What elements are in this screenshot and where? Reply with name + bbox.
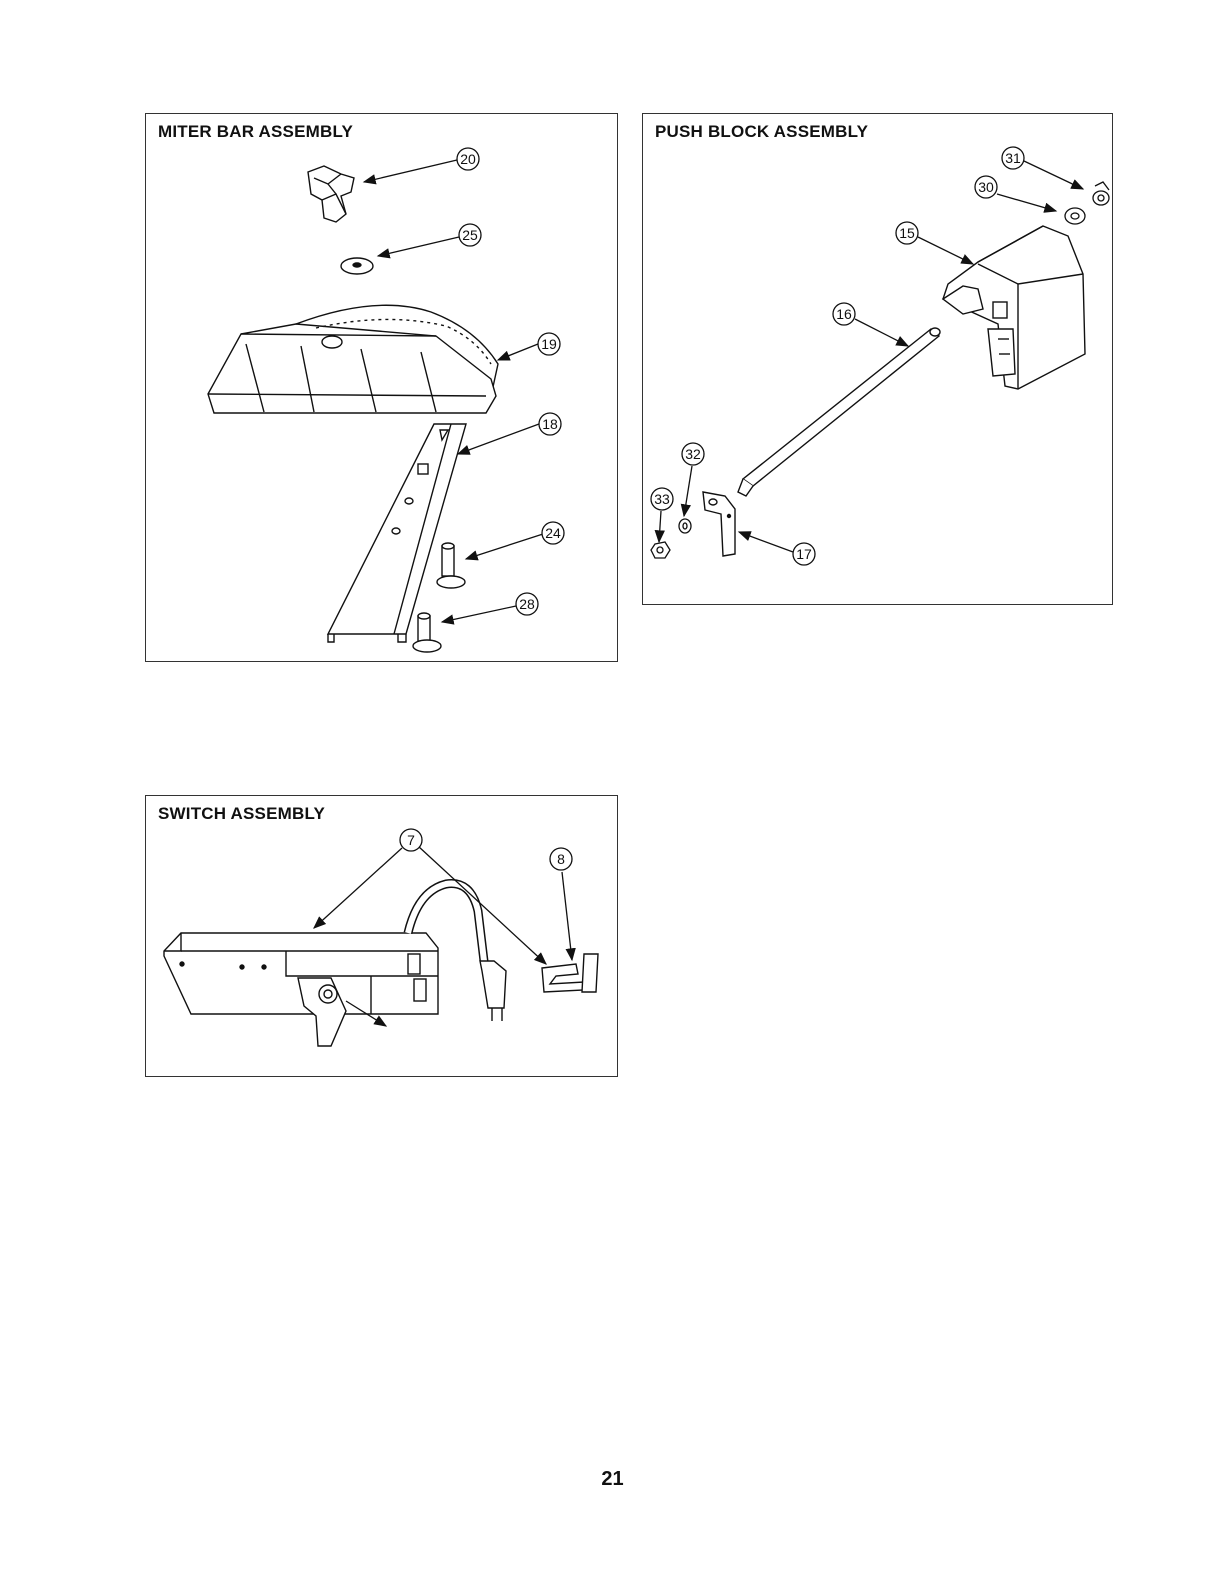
svg-text:33: 33 (654, 491, 670, 507)
svg-text:15: 15 (899, 225, 915, 241)
callout-30: 30 (975, 176, 997, 198)
screw-part-28 (413, 613, 441, 652)
callout-28: 28 (516, 593, 538, 615)
callout-20: 20 (457, 148, 479, 170)
lock-washer-part (679, 519, 691, 533)
miter-bar-diagram: 20 25 19 18 24 28 (146, 114, 619, 663)
callout-16: 16 (833, 303, 855, 325)
svg-text:32: 32 (685, 446, 701, 462)
svg-text:28: 28 (519, 596, 535, 612)
callout-32: 32 (682, 443, 704, 465)
svg-text:31: 31 (1005, 150, 1021, 166)
miter-bar-assembly-panel: MITER BAR ASSEMBLY (145, 113, 618, 662)
washer-part-30 (1065, 208, 1085, 224)
svg-text:24: 24 (545, 525, 561, 541)
wing-nut-part (1093, 182, 1109, 205)
callout-7: 7 (400, 829, 422, 851)
miter-bar-part (328, 424, 466, 642)
miter-gauge-head-part (208, 305, 498, 413)
svg-text:7: 7 (407, 832, 415, 848)
page-number: 21 (0, 1468, 1225, 1491)
svg-text:18: 18 (542, 416, 558, 432)
callout-24: 24 (542, 522, 564, 544)
nut-part (651, 542, 670, 558)
switch-key-part (542, 954, 598, 992)
washer-part (341, 258, 373, 274)
svg-text:17: 17 (796, 546, 812, 562)
callout-8: 8 (550, 848, 572, 870)
svg-text:30: 30 (978, 179, 994, 195)
callout-17: 17 (793, 543, 815, 565)
bracket-part (703, 492, 735, 556)
switch-assembly-panel: SWITCH ASSEMBLY (145, 795, 618, 1077)
callout-25: 25 (459, 224, 481, 246)
callout-15: 15 (896, 222, 918, 244)
push-block-part (943, 226, 1085, 389)
push-block-assembly-panel: PUSH BLOCK ASSEMBLY (642, 113, 1113, 605)
push-block-diagram: 31 30 15 16 32 33 17 (643, 114, 1114, 606)
svg-text:20: 20 (460, 151, 476, 167)
callout-31: 31 (1002, 147, 1024, 169)
push-rod-part (738, 328, 940, 496)
lock-knob-part (308, 166, 354, 222)
switch-box-part (164, 933, 438, 1046)
svg-text:16: 16 (836, 306, 852, 322)
callout-19: 19 (538, 333, 560, 355)
svg-text:25: 25 (462, 227, 478, 243)
switch-diagram: 7 8 (146, 796, 619, 1078)
svg-text:8: 8 (557, 851, 565, 867)
screw-part-24 (437, 543, 465, 588)
callout-18: 18 (539, 413, 561, 435)
svg-text:19: 19 (541, 336, 557, 352)
callout-33: 33 (651, 488, 673, 510)
